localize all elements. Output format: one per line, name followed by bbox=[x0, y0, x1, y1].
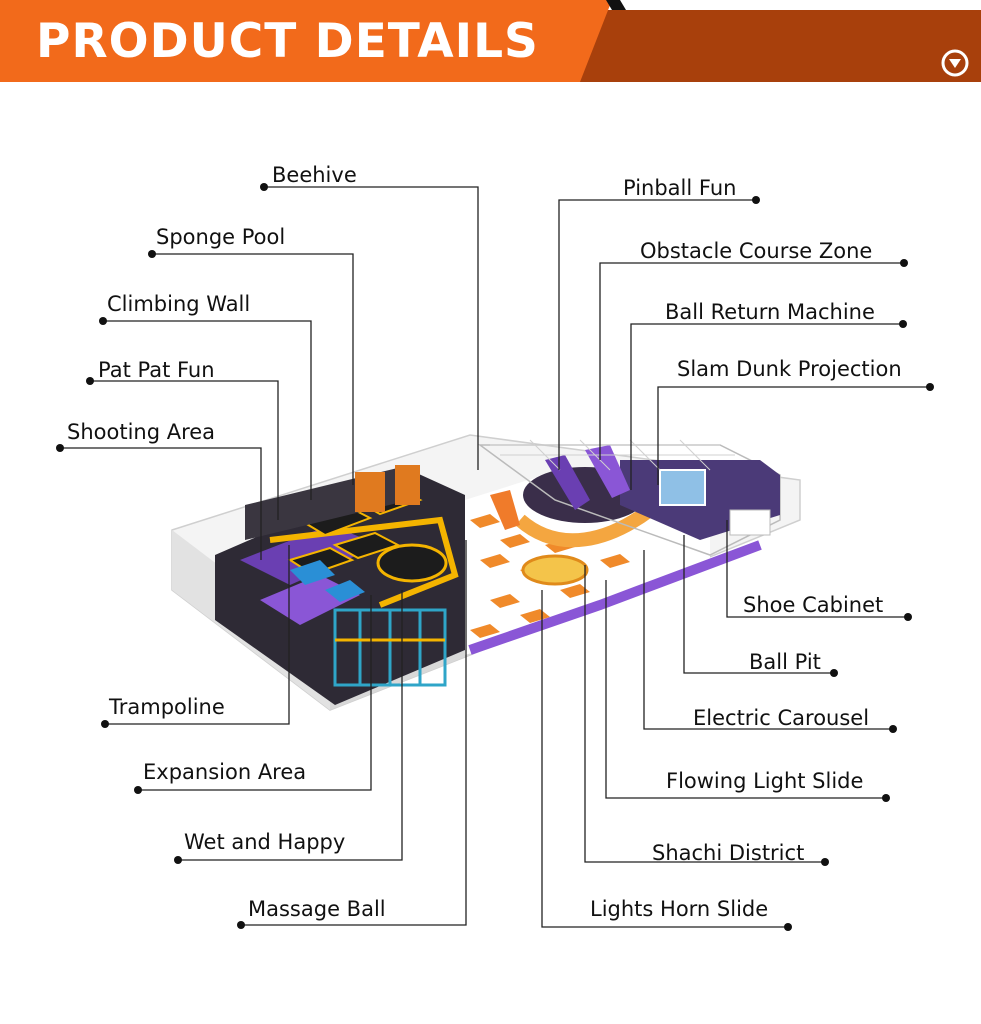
header-secondary-band bbox=[578, 10, 981, 82]
label-electric-carousel: Electric Carousel bbox=[693, 706, 870, 730]
label-slam-dunk-projection: Slam Dunk Projection bbox=[677, 357, 902, 381]
leader-dots bbox=[56, 183, 934, 931]
leader-dot bbox=[900, 259, 908, 267]
label-wet-and-happy: Wet and Happy bbox=[184, 830, 346, 854]
header-background bbox=[0, 0, 981, 82]
leader-dot bbox=[56, 444, 64, 452]
leader-line-electric-carousel bbox=[643, 550, 893, 730]
leader-dot bbox=[899, 320, 907, 328]
label-ball-pit: Ball Pit bbox=[749, 650, 821, 674]
leader-line-massage-ball bbox=[241, 540, 467, 926]
label-flowing-light-slide: Flowing Light Slide bbox=[666, 769, 864, 793]
leader-line-shooting-area bbox=[60, 447, 262, 560]
leader-line-sponge-pool bbox=[152, 253, 354, 485]
leader-line-ball-pit bbox=[683, 535, 834, 674]
leader-line-lights-horn-slide bbox=[541, 590, 788, 928]
leader-line-wet-and-happy bbox=[178, 590, 403, 861]
leader-dot bbox=[148, 250, 156, 258]
label-climbing-wall: Climbing Wall bbox=[107, 292, 251, 316]
header-accent-notch bbox=[606, 0, 626, 10]
chevron-down-circle-icon[interactable] bbox=[940, 48, 970, 78]
leader-dot bbox=[260, 183, 268, 191]
leader-dot bbox=[174, 856, 182, 864]
leader-line-climbing-wall bbox=[103, 320, 312, 500]
label-massage-ball: Massage Ball bbox=[248, 897, 386, 921]
leader-line-pat-pat-fun bbox=[90, 380, 279, 520]
leader-line-beehive bbox=[264, 186, 479, 470]
playground-illustration bbox=[171, 434, 801, 711]
leader-line-trampoline bbox=[105, 545, 290, 725]
label-shooting-area: Shooting Area bbox=[67, 420, 216, 444]
label-trampoline: Trampoline bbox=[109, 695, 225, 719]
leader-dot bbox=[86, 377, 94, 385]
label-sponge-pool: Sponge Pool bbox=[156, 225, 286, 249]
leader-line-pinball-fun bbox=[558, 199, 756, 470]
header-banner: PRODUCT DETAILS bbox=[0, 0, 981, 86]
label-pinball-fun: Pinball Fun bbox=[623, 176, 737, 200]
leader-line-slam-dunk-projection bbox=[657, 386, 930, 485]
leader-line-ball-return-machine bbox=[630, 323, 903, 490]
leader-dot bbox=[904, 613, 912, 621]
leader-lines bbox=[60, 186, 930, 928]
label-lights-horn-slide: Lights Horn Slide bbox=[590, 897, 769, 921]
leader-dot bbox=[889, 725, 897, 733]
leader-dot bbox=[821, 858, 829, 866]
leader-line-expansion-area bbox=[138, 595, 372, 791]
leader-dot bbox=[101, 720, 109, 728]
leader-dot bbox=[134, 786, 142, 794]
leader-line-obstacle-course-zone bbox=[599, 262, 904, 460]
leader-dot bbox=[99, 317, 107, 325]
header-primary-band bbox=[0, 0, 612, 82]
leader-line-flowing-light-slide bbox=[605, 580, 886, 799]
leader-dot bbox=[237, 921, 245, 929]
label-beehive: Beehive bbox=[272, 163, 357, 187]
leader-line-shoe-cabinet bbox=[726, 520, 908, 618]
label-ball-return-machine: Ball Return Machine bbox=[665, 300, 875, 324]
label-obstacle-course-zone: Obstacle Course Zone bbox=[640, 239, 873, 263]
leader-line-shachi-district bbox=[584, 565, 825, 863]
label-shachi-district: Shachi District bbox=[652, 841, 805, 865]
leader-dot bbox=[784, 923, 792, 931]
leader-dot bbox=[830, 669, 838, 677]
leader-dot bbox=[882, 794, 890, 802]
label-shoe-cabinet: Shoe Cabinet bbox=[743, 593, 884, 617]
label-expansion-area: Expansion Area bbox=[143, 760, 307, 784]
leader-dot bbox=[926, 383, 934, 391]
leader-dot bbox=[752, 196, 760, 204]
label-pat-pat-fun: Pat Pat Fun bbox=[98, 358, 215, 382]
page-title: PRODUCT DETAILS bbox=[36, 14, 539, 69]
